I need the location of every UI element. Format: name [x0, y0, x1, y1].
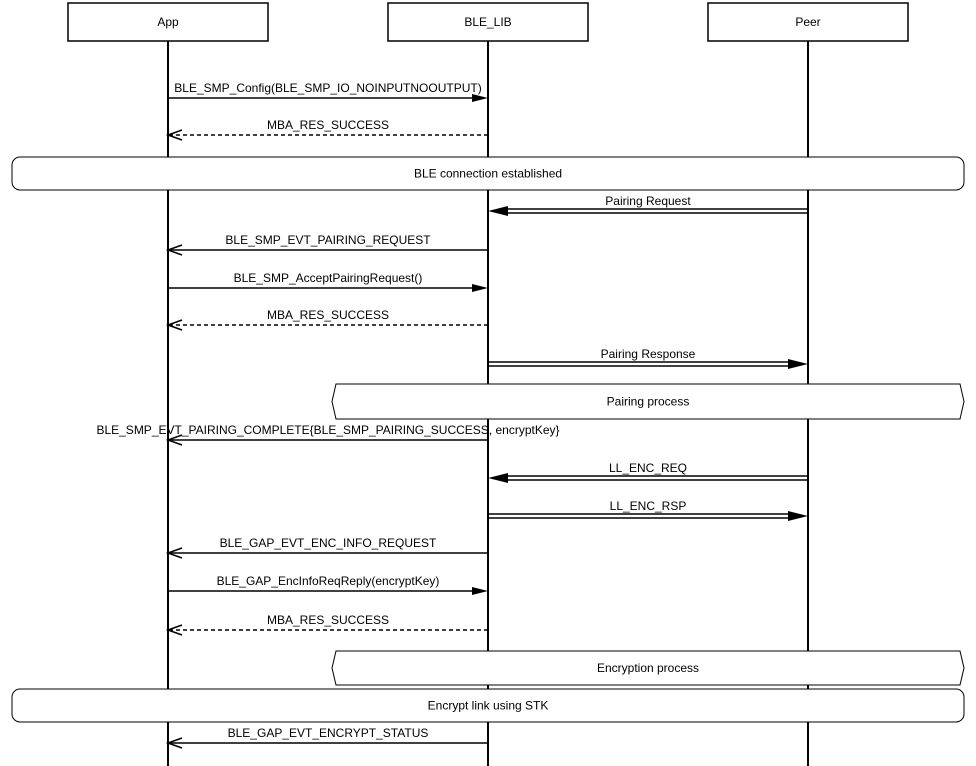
message-call: BLE_SMP_Config(BLE_SMP_IO_NOINPUTNOOUTPU… [168, 81, 488, 102]
participant-label: BLE_LIB [464, 15, 511, 29]
note-label: Encrypt link using STK [428, 699, 549, 713]
message-event: BLE_SMP_EVT_PAIRING_REQUEST [165, 233, 488, 256]
message-air: Pairing Response [488, 347, 808, 369]
message-label: LL_ENC_RSP [610, 499, 687, 513]
message-label: BLE_GAP_EncInfoReqReply(encryptKey) [217, 574, 440, 588]
message-label: MBA_RES_SUCCESS [267, 308, 389, 322]
arrowhead-filled-icon [472, 94, 488, 102]
message-label: BLE_SMP_EVT_PAIRING_REQUEST [225, 233, 431, 247]
message-label: MBA_RES_SUCCESS [267, 613, 389, 627]
note-hexagon [331, 650, 965, 686]
arrowhead-filled-icon [788, 511, 808, 521]
note-box [11, 156, 965, 191]
message-return: MBA_RES_SUCCESS [165, 118, 488, 141]
participant-label: Peer [795, 15, 820, 29]
note-pairing-process: Pairing process [331, 383, 965, 420]
message-call: BLE_SMP_AcceptPairingRequest() [168, 271, 488, 292]
participant-box [707, 2, 909, 42]
participant-ble_lib: BLE_LIB [387, 2, 589, 42]
arrowhead-open-icon [165, 624, 183, 636]
message-label: BLE_SMP_AcceptPairingRequest() [234, 271, 423, 285]
note-ble-connection-established: BLE connection established [11, 156, 965, 191]
note-label: Pairing process [607, 395, 690, 409]
participant-label: App [157, 15, 179, 29]
message-return: MBA_RES_SUCCESS [165, 613, 488, 636]
message-label: MBA_RES_SUCCESS [267, 118, 389, 132]
note-label: Encryption process [597, 661, 699, 675]
note-encryption-process: Encryption process [331, 650, 965, 686]
note-box [11, 688, 965, 723]
arrowhead-open-icon [165, 547, 183, 559]
message-label: LL_ENC_REQ [609, 461, 687, 475]
message-call: BLE_GAP_EncInfoReqReply(encryptKey) [168, 574, 488, 595]
note-hexagon [331, 383, 965, 420]
note-label: BLE connection established [414, 167, 562, 181]
message-event: BLE_SMP_EVT_PAIRING_COMPLETE{BLE_SMP_PAI… [96, 423, 560, 446]
arrowhead-filled-icon [488, 473, 508, 483]
message-event: BLE_GAP_EVT_ENC_INFO_REQUEST [165, 536, 488, 559]
arrowhead-open-icon [165, 434, 183, 446]
arrowhead-open-icon [165, 244, 183, 256]
message-air: LL_ENC_RSP [488, 499, 808, 521]
arrowhead-filled-icon [472, 284, 488, 292]
message-label: BLE_GAP_EVT_ENCRYPT_STATUS [228, 726, 429, 740]
participant-peer: Peer [707, 2, 909, 42]
arrowhead-open-icon [165, 129, 183, 141]
message-label: BLE_SMP_EVT_PAIRING_COMPLETE{BLE_SMP_PAI… [96, 423, 559, 437]
arrowhead-open-icon [165, 737, 183, 749]
arrowhead-open-icon [165, 319, 183, 331]
message-label: Pairing Request [605, 194, 691, 208]
participant-app: App [67, 2, 269, 42]
note-encrypt-link-using-stk: Encrypt link using STK [11, 688, 965, 723]
message-label: BLE_GAP_EVT_ENC_INFO_REQUEST [220, 536, 437, 550]
participant-box [387, 2, 589, 42]
participant-box [67, 2, 269, 42]
message-return: MBA_RES_SUCCESS [165, 308, 488, 331]
arrowhead-filled-icon [488, 206, 508, 216]
arrowhead-filled-icon [788, 359, 808, 369]
message-event: BLE_GAP_EVT_ENCRYPT_STATUS [165, 726, 488, 749]
message-air: LL_ENC_REQ [488, 461, 808, 483]
arrowhead-filled-icon [472, 587, 488, 595]
message-label: BLE_SMP_Config(BLE_SMP_IO_NOINPUTNOOUTPU… [174, 81, 481, 95]
message-air: Pairing Request [488, 194, 808, 216]
message-label: Pairing Response [601, 347, 696, 361]
